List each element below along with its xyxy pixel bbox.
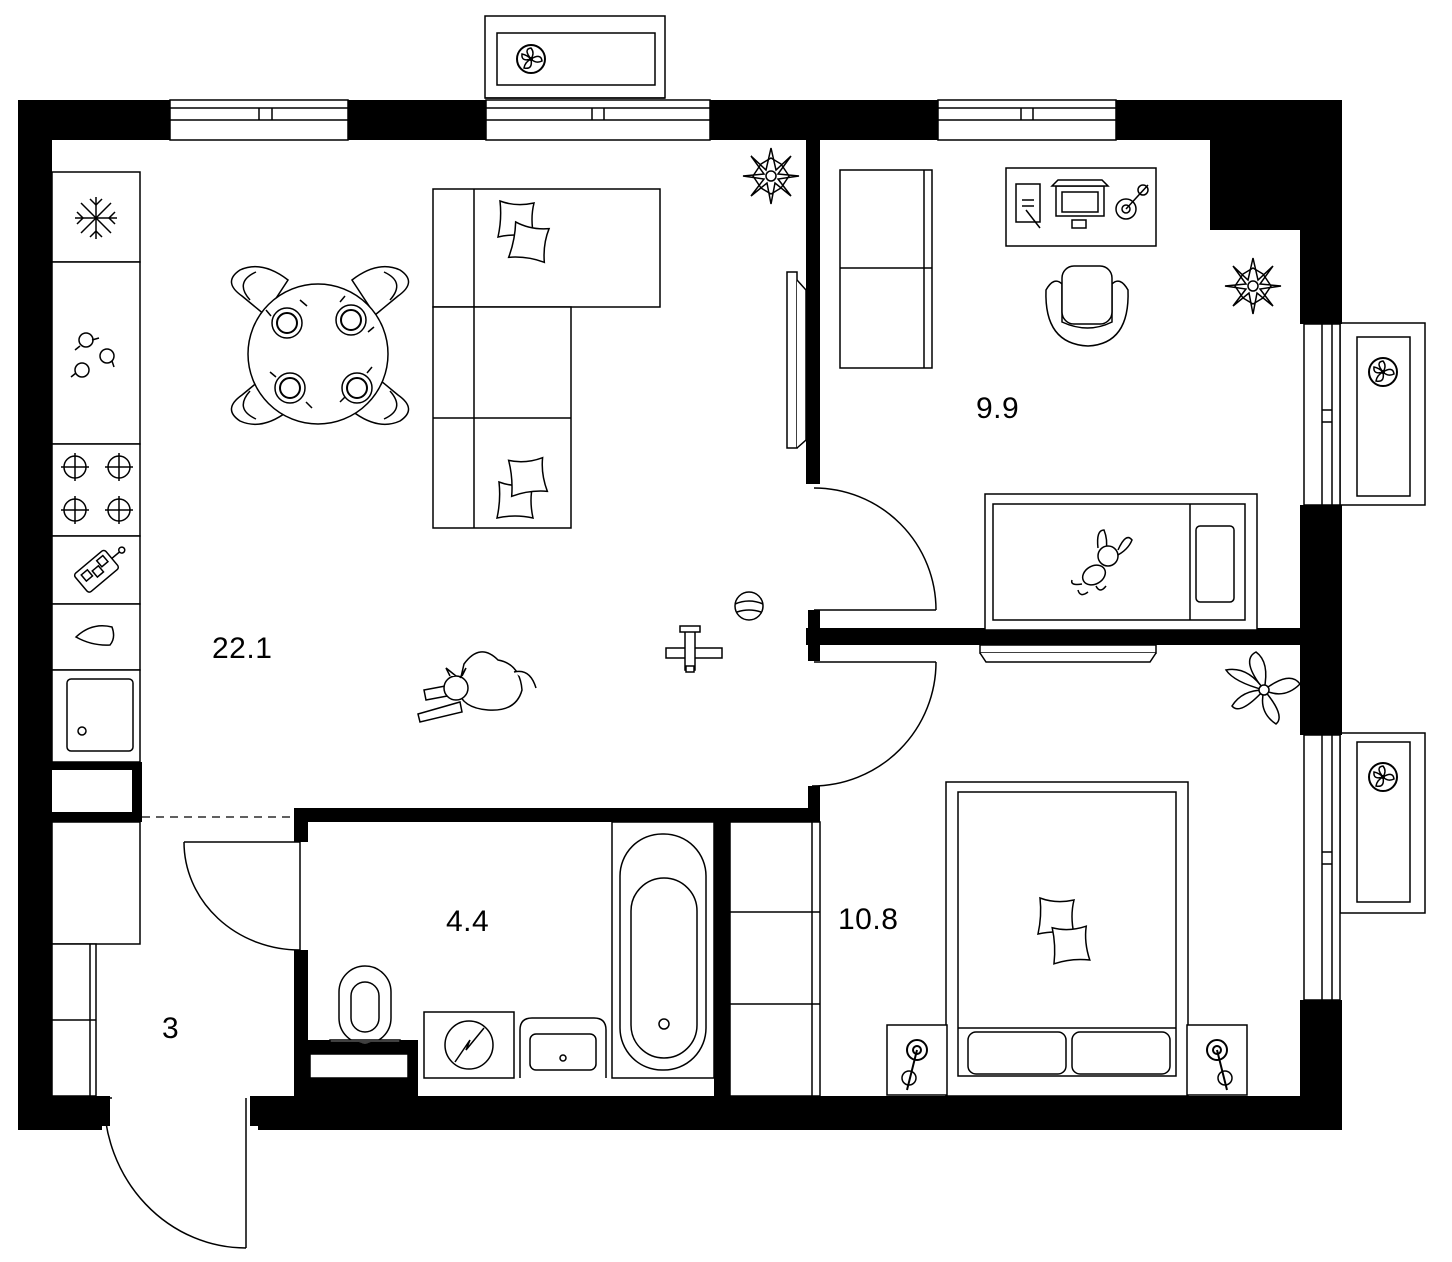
ball-icon	[734, 591, 764, 621]
chair-icon	[1045, 265, 1129, 347]
laptop-icon	[1050, 179, 1110, 229]
desk-lamp-icon	[1115, 184, 1149, 220]
exterior-walls	[18, 100, 1342, 1130]
air-conditioner-icon	[1339, 322, 1426, 506]
plant-icon	[742, 147, 800, 205]
cutting-board-icon	[73, 546, 126, 593]
tv-icon	[786, 271, 807, 449]
area-label-hallway: 3	[162, 1012, 180, 1045]
air-conditioner-icon	[1339, 732, 1426, 914]
window-icon	[1303, 734, 1341, 1001]
dining-table-icon	[230, 265, 410, 426]
plant-icon	[1224, 257, 1282, 315]
wardrobe-icon	[729, 821, 821, 1097]
kitchen-utensils-icon	[70, 332, 115, 378]
sink-icon	[66, 678, 134, 752]
spoon-icon	[74, 625, 115, 646]
door-icon	[103, 487, 937, 1249]
cat-icon	[417, 651, 537, 723]
area-label-bedroom-child: 9.9	[976, 392, 1020, 425]
nightstand-lamp-icon	[1186, 1024, 1248, 1096]
hob-icon	[61, 453, 133, 524]
toy-plane-icon	[665, 625, 723, 673]
area-label-living-kitchen: 22.1	[212, 632, 273, 665]
bathtub-icon	[611, 821, 715, 1079]
window-icon	[1303, 323, 1341, 506]
window-icon	[937, 99, 1117, 141]
area-label-bedroom-master: 10.8	[838, 903, 899, 936]
window-icon	[169, 99, 349, 141]
air-conditioner-icon	[484, 15, 666, 99]
nightstand-lamp-icon	[886, 1024, 948, 1096]
wardrobe-icon	[839, 169, 933, 369]
fridge-snowflake-icon	[75, 197, 117, 239]
sofa-icon	[432, 188, 661, 529]
washing-machine-icon	[423, 1011, 515, 1079]
hallway-wardrobe	[51, 821, 141, 1097]
bed-icon	[979, 493, 1258, 663]
wash-basin-icon	[519, 1017, 607, 1078]
teddy-bunny-icon	[1070, 529, 1133, 596]
window-icon	[485, 99, 711, 141]
plant-icon	[1224, 651, 1301, 725]
toilet-icon	[329, 965, 401, 1045]
area-label-bathroom: 4.4	[446, 905, 490, 938]
